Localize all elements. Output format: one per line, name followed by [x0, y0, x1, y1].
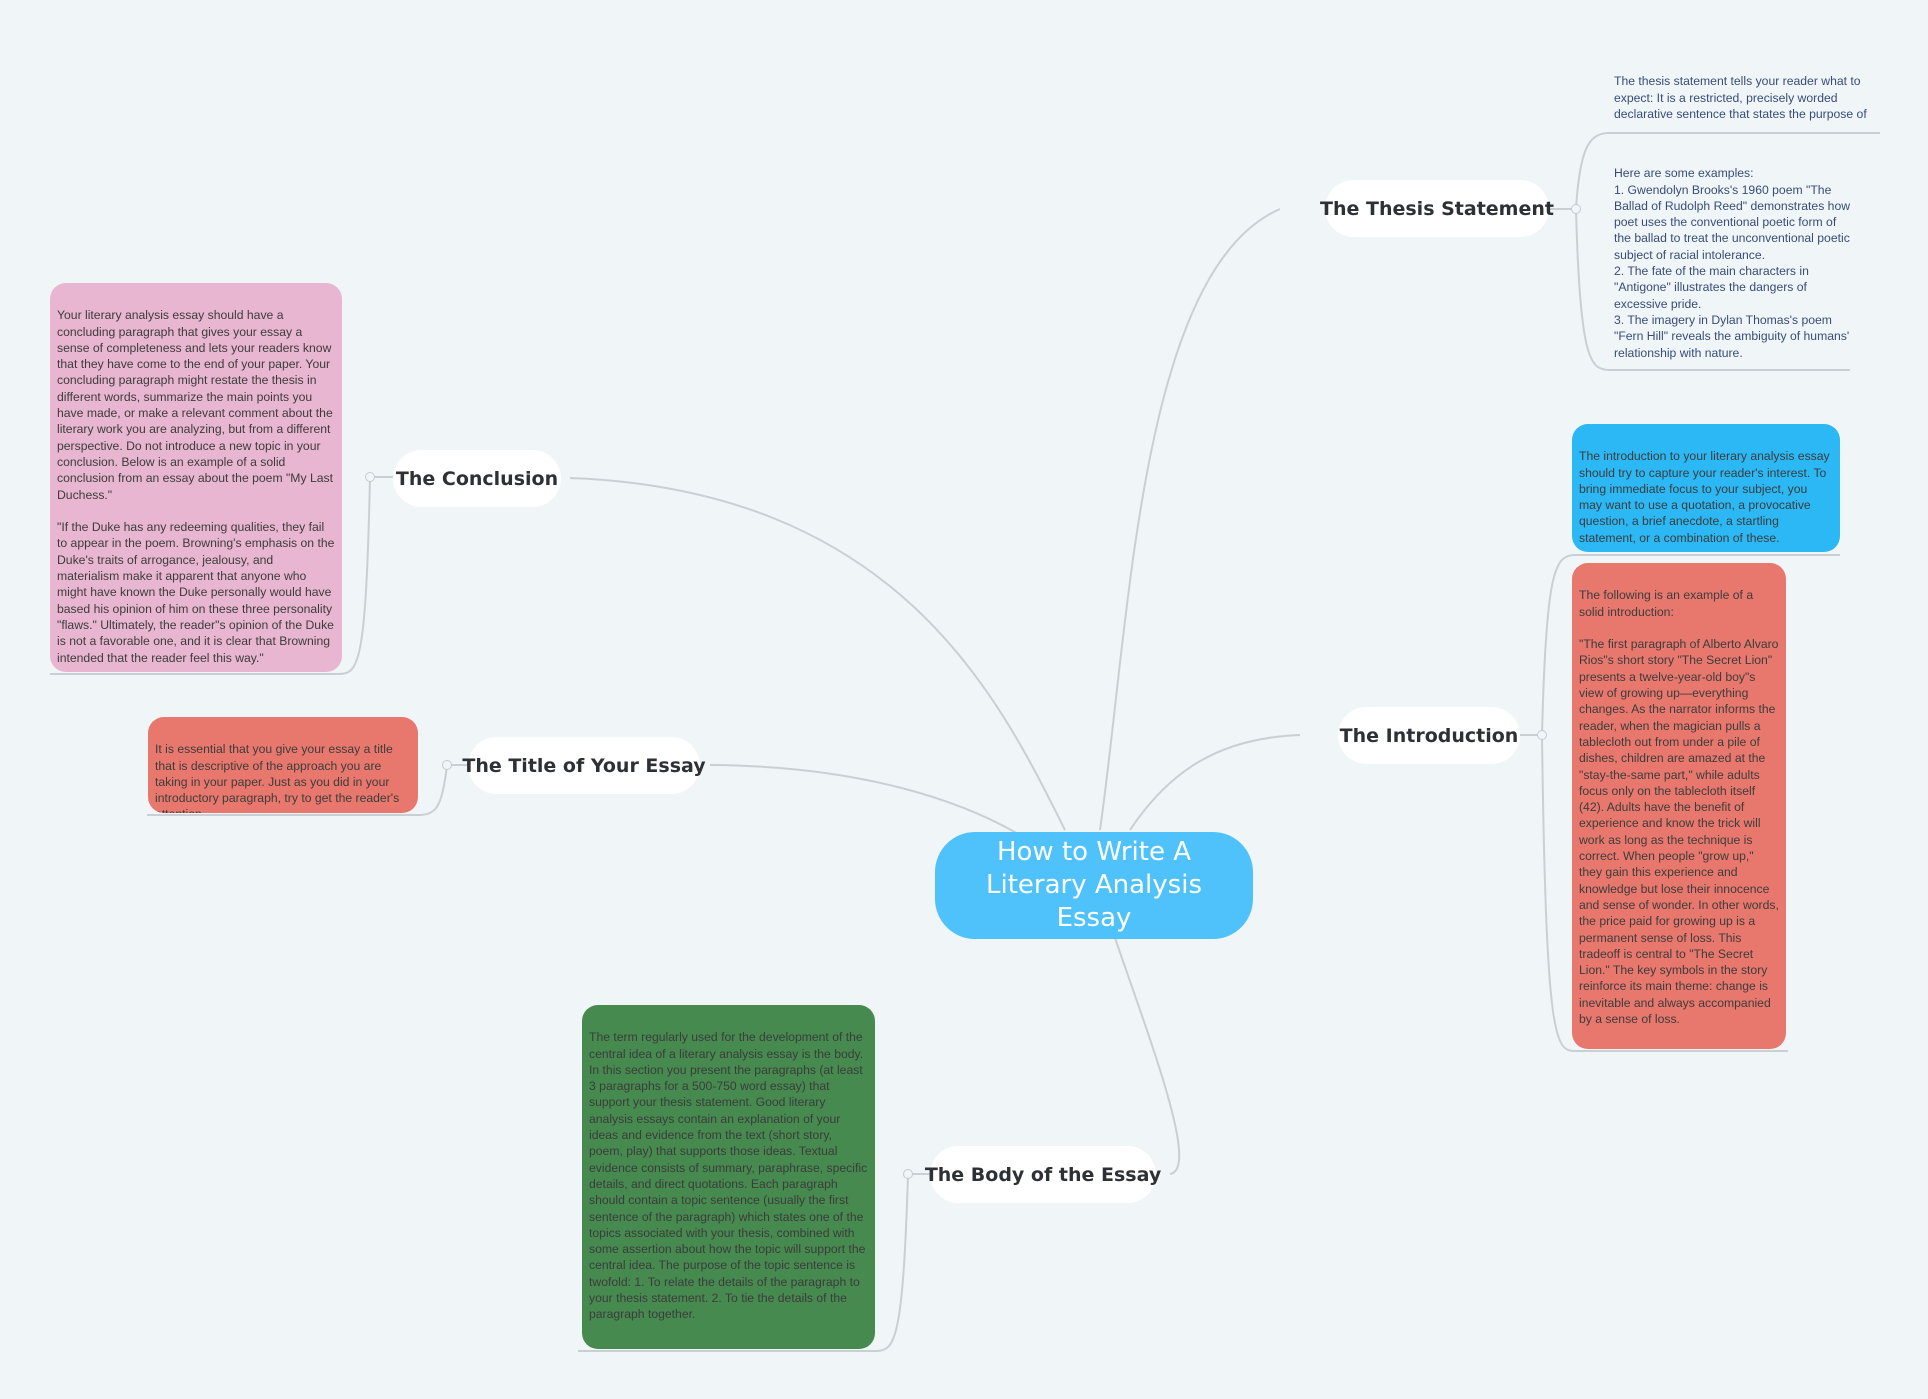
central-topic-title: How to Write A Literary Analysis Essay: [986, 837, 1202, 933]
branch-title-of-essay[interactable]: The Title of Your Essay: [462, 737, 706, 794]
branch-thesis-label: The Thesis Statement: [1320, 197, 1554, 220]
thesis-note-definition-text: The thesis statement tells your reader w…: [1614, 74, 1867, 127]
branch-body-of-essay[interactable]: The Body of the Essay: [925, 1146, 1161, 1203]
thesis-note-examples-text: Here are some examples: 1. Gwendolyn Bro…: [1614, 166, 1851, 360]
introduction-note-hook-text: The introduction to your literary analys…: [1579, 449, 1830, 545]
branch-thesis-statement[interactable]: The Thesis Statement: [1320, 180, 1554, 237]
connector-title: [709, 764, 1021, 836]
branch-conclusion[interactable]: The Conclusion: [393, 450, 561, 507]
branch-conclusion-label: The Conclusion: [395, 467, 559, 490]
introduction-note-hook[interactable]: The introduction to your literary analys…: [1572, 424, 1840, 552]
branch-body-label: The Body of the Essay: [924, 1163, 1162, 1186]
connector-thesis: [1099, 208, 1281, 831]
title-note[interactable]: It is essential that you give your essay…: [148, 717, 418, 813]
body-note-text: The term regularly used for the developm…: [589, 1030, 868, 1322]
introduction-note-example-text: The following is an example of a solid i…: [1579, 588, 1779, 1027]
body-note[interactable]: The term regularly used for the developm…: [582, 1005, 875, 1349]
connector-body: [1114, 937, 1181, 1175]
collapse-toggle-introduction[interactable]: [1537, 730, 1547, 740]
thesis-note-examples[interactable]: Here are some examples: 1. Gwendolyn Bro…: [1614, 149, 1854, 363]
introduction-note-example[interactable]: The following is an example of a solid i…: [1572, 563, 1786, 1049]
conclusion-note-text: Your literary analysis essay should have…: [57, 308, 335, 665]
connector-introduction: [1129, 734, 1301, 831]
thesis-note-definition[interactable]: The thesis statement tells your reader w…: [1614, 57, 1876, 127]
branch-introduction-label: The Introduction: [1339, 724, 1519, 747]
collapse-toggle-title[interactable]: [442, 760, 452, 770]
collapse-toggle-body[interactable]: [903, 1169, 913, 1179]
title-note-text: It is essential that you give your essay…: [155, 742, 400, 813]
collapse-toggle-thesis[interactable]: [1571, 204, 1581, 214]
collapse-toggle-conclusion[interactable]: [365, 472, 375, 482]
branch-title-label: The Title of Your Essay: [462, 754, 706, 777]
branch-introduction[interactable]: The Introduction: [1338, 707, 1520, 764]
conclusion-note[interactable]: Your literary analysis essay should have…: [50, 283, 342, 672]
central-topic[interactable]: How to Write A Literary Analysis Essay: [935, 832, 1253, 939]
